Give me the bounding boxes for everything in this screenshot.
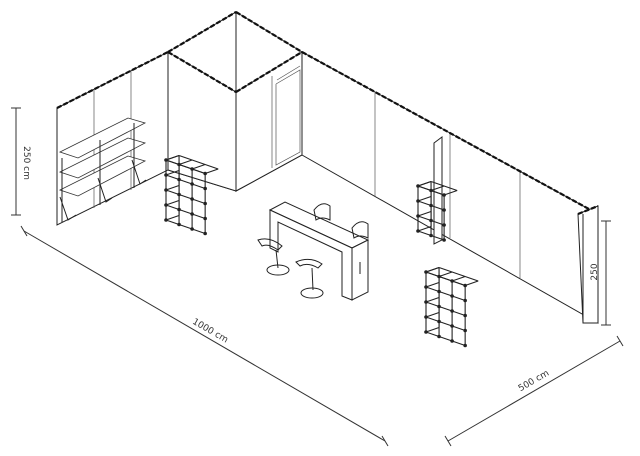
right-side-wall: [577, 204, 599, 324]
stool-2: [295, 258, 324, 299]
storage-room: [167, 11, 303, 192]
cube-unit-left: [164, 154, 219, 236]
partition-panel: [433, 136, 443, 245]
cube-unit-front: [424, 266, 479, 348]
stool-4: [351, 221, 369, 274]
dimension-height-left: 250 cm: [11, 107, 31, 216]
wall-shelving-unit: [58, 117, 147, 222]
dimension-length: 1000 cm: [20, 225, 389, 447]
dim-label-depth: 500 cm: [517, 368, 551, 394]
stool-3: [313, 203, 331, 221]
dim-label-height-right: 250: [590, 263, 600, 280]
dimension-height-right: 250: [590, 220, 611, 326]
dimension-depth: 500 cm: [444, 335, 624, 447]
stool-1: [257, 238, 290, 276]
dim-label-height-left: 250 cm: [21, 146, 31, 180]
cube-shelving-units: [164, 154, 479, 348]
bar-stools: [257, 203, 369, 299]
bar-counter: [268, 201, 370, 301]
cube-unit-middle: [416, 180, 458, 242]
